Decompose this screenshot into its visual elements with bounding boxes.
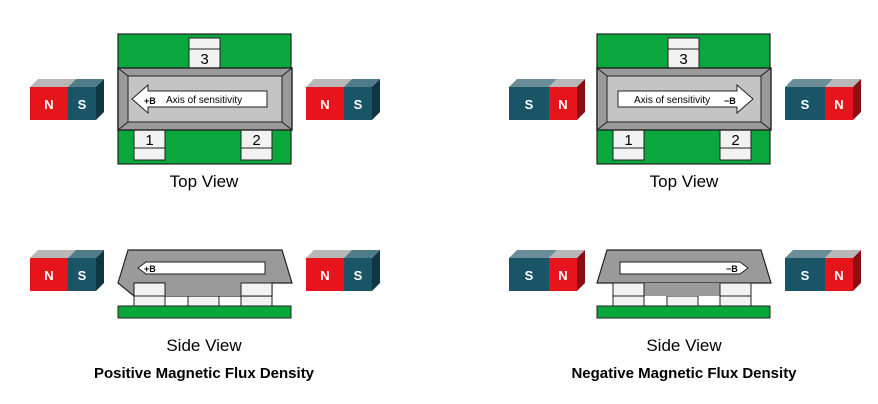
magnet-pole-n: N [558, 97, 567, 112]
magnet-left-side: N S [30, 250, 104, 291]
axis-label: Axis of sensitivity [634, 95, 710, 106]
pin-1-label: 1 [145, 132, 153, 149]
pin-2-label: 2 [731, 132, 739, 149]
svg-text:S: S [525, 268, 534, 283]
magnet-left: S N [509, 79, 585, 120]
positive-panel: 3 1 2 +B Axis of sensitivity [30, 33, 380, 319]
svg-text:N: N [44, 268, 53, 283]
axis-arrow [617, 83, 754, 115]
pin-3-pad [188, 37, 221, 69]
negative-side-view: −B S N S N [509, 249, 861, 319]
magnet-right-side: N S [306, 250, 380, 291]
magnet-pole-s: S [801, 97, 810, 112]
svg-text:N: N [834, 268, 843, 283]
panel-title-positive: Positive Magnetic Flux Density [93, 365, 315, 382]
svg-text:S: S [354, 268, 363, 283]
top-view-caption-positive: Top View [169, 172, 239, 191]
side-field-label: +B [144, 264, 156, 274]
pin-3-label: 3 [200, 51, 208, 68]
pin-2-pad [240, 129, 273, 161]
svg-text:S: S [78, 268, 87, 283]
pcb-board-side [117, 305, 292, 319]
magnet-pole-n: N [834, 97, 843, 112]
svg-text:N: N [558, 268, 567, 283]
axis-arrow [131, 83, 268, 115]
lead-center [187, 295, 220, 307]
pin-3-pad [667, 37, 700, 69]
positive-top-view: 3 1 2 +B Axis of sensitivity [30, 33, 380, 165]
magnet-right: S N [785, 79, 861, 120]
field-label: +B [144, 96, 156, 106]
pin-2-pad [719, 129, 752, 161]
magnet-pole-s: S [78, 97, 87, 112]
pin-1-pad [612, 129, 645, 161]
pin-2-label: 2 [252, 132, 260, 149]
magnet-right-side: S N [785, 250, 861, 291]
positive-side-view: +B N S N S [30, 249, 380, 319]
side-view-caption-negative: Side View [646, 336, 722, 355]
axis-label: Axis of sensitivity [166, 95, 242, 106]
side-view-caption-positive: Side View [166, 336, 242, 355]
magnet-pole-n: N [320, 97, 329, 112]
lead-center [666, 295, 699, 307]
pcb-board-side [596, 305, 771, 319]
magnet-pole-n: N [44, 97, 53, 112]
negative-top-view: 3 1 2 Axis of sensitivity −B S [509, 33, 861, 165]
pin-1-label: 1 [624, 132, 632, 149]
axis-arrow-side [619, 261, 749, 275]
side-field-label: −B [726, 264, 738, 274]
svg-text:N: N [320, 268, 329, 283]
pin-3-label: 3 [679, 51, 687, 68]
magnet-pole-s: S [354, 97, 363, 112]
magnet-left-side: S N [509, 250, 585, 291]
axis-arrow-side [137, 261, 266, 275]
negative-panel: 3 1 2 Axis of sensitivity −B S [509, 33, 861, 319]
magnet-left: N S [30, 79, 104, 120]
magnet-pole-s: S [525, 97, 534, 112]
field-label: −B [724, 96, 736, 106]
magnet-right: N S [306, 79, 380, 120]
top-view-caption-negative: Top View [649, 172, 719, 191]
panel-title-negative: Negative Magnetic Flux Density [571, 365, 797, 382]
svg-text:S: S [801, 268, 810, 283]
